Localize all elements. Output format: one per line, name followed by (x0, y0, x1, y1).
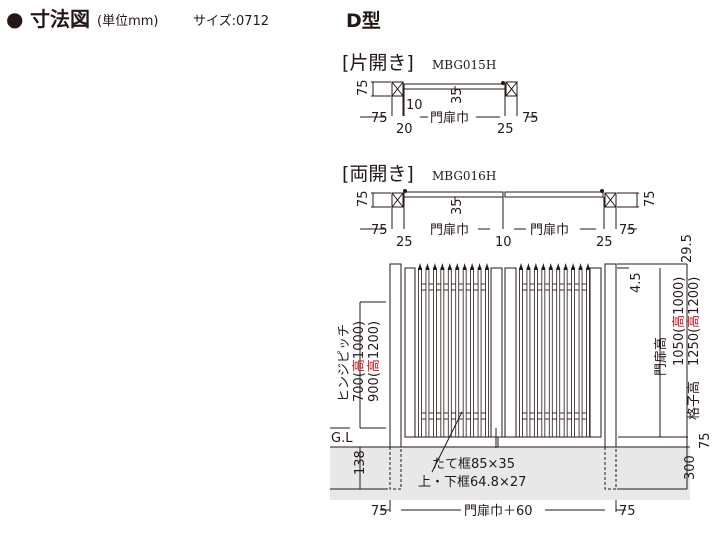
picket (425, 267, 430, 438)
picket-tip (586, 263, 590, 270)
picket-tip (447, 263, 452, 270)
picket-tip (485, 263, 489, 270)
picket (477, 267, 482, 438)
rail-label: 上・下框64.8×27 (418, 475, 526, 490)
gate-height-value-2: 1250(高1200) (686, 277, 702, 366)
double-width-label-left: 門扉巾 (430, 222, 469, 238)
picket (432, 267, 437, 438)
picket (563, 267, 568, 438)
bottom-width-label: 門扉巾＋60 (464, 503, 533, 519)
double-dim-left: 75 (371, 223, 388, 238)
double-dim-right: 75 (619, 223, 636, 238)
picket-tip (556, 263, 561, 270)
double-code: MBG016H (432, 169, 496, 183)
double-dim-25-right: 25 (596, 235, 613, 250)
picket-tip (578, 263, 583, 270)
picket (556, 267, 561, 438)
picket-tip (462, 263, 467, 270)
picket (440, 267, 445, 438)
stile-label: たて框85×35 (432, 457, 515, 472)
picket-tip (418, 263, 422, 270)
picket-tip (455, 263, 460, 270)
double-dim-post: 75 (356, 190, 371, 207)
picket (462, 267, 467, 438)
single-width-label: 門扉巾 (430, 110, 469, 126)
picket (447, 267, 452, 438)
single-dim-20: 20 (396, 122, 413, 137)
hinge-pitch-label: ヒンジピッチ (337, 324, 352, 402)
size-label: サイズ:0712 (193, 13, 269, 29)
picket (470, 267, 475, 438)
single-dim-right: 75 (522, 111, 539, 126)
picket-tip (526, 263, 531, 270)
double-dim-35: 35 (450, 198, 465, 215)
double-dim-25-left: 25 (396, 235, 413, 250)
ground-area (330, 447, 690, 500)
picket (455, 267, 460, 438)
picket (578, 267, 583, 438)
single-plan (360, 81, 537, 118)
dim-138: 138 (353, 450, 368, 475)
picket-tip (470, 263, 475, 270)
single-dim-25: 25 (497, 122, 514, 137)
picket (571, 267, 576, 438)
picket-tip (440, 263, 445, 270)
double-dim-10: 10 (495, 235, 512, 250)
picket (548, 267, 553, 438)
dim-4-5: 4.5 (629, 272, 644, 293)
dim-29-5: 29.5 (680, 234, 695, 263)
picket-tip (533, 263, 538, 270)
picket-tip (571, 263, 576, 270)
gate-height-value-1: 1050(高1000) (671, 277, 687, 366)
picket (519, 267, 523, 438)
single-dim-left: 75 (371, 111, 388, 126)
lattice-height-label: 格子高 (686, 381, 702, 420)
picket-tip (432, 263, 437, 270)
unit-label: (単位mm) (97, 13, 158, 29)
single-dim-10: 10 (406, 98, 423, 113)
bottom-dim-right: 75 (619, 504, 636, 519)
double-title: [両開き] (342, 163, 414, 185)
bottom-dim-left: 75 (371, 504, 388, 519)
double-plan (360, 189, 639, 230)
picket (533, 267, 538, 438)
picket-tip (541, 263, 546, 270)
ground-line-label: G.L (331, 431, 353, 446)
double-width-label-right: 門扉巾 (530, 222, 569, 238)
picket-tip (548, 263, 553, 270)
picket-tip (425, 263, 430, 270)
single-title: [片開き] (342, 52, 414, 74)
section-title: 寸法図 (30, 7, 90, 31)
single-code: MBG015H (432, 58, 496, 72)
picket-tip (477, 263, 482, 270)
picket (485, 267, 489, 438)
hinge-pitch-value-1: 700(高1000) (351, 321, 367, 402)
dim-75-ground: 75 (698, 432, 713, 449)
picket-tip (519, 263, 523, 270)
bullet-icon: ● (6, 7, 23, 31)
picket (586, 267, 590, 438)
picket (541, 267, 546, 438)
picket (418, 267, 422, 438)
double-dim-post-right: 75 (643, 190, 658, 207)
picket (526, 267, 531, 438)
gate-elevation (330, 263, 690, 512)
dim-300: 300 (683, 455, 698, 480)
picket-tip (563, 263, 568, 270)
gate-height-label: 門扉高 (653, 337, 669, 376)
hinge-pitch-value-2: 900(高1200) (366, 321, 382, 402)
single-dim-post: 75 (356, 79, 371, 96)
single-dim-35: 35 (450, 87, 465, 104)
model-type: D型 (346, 9, 381, 32)
